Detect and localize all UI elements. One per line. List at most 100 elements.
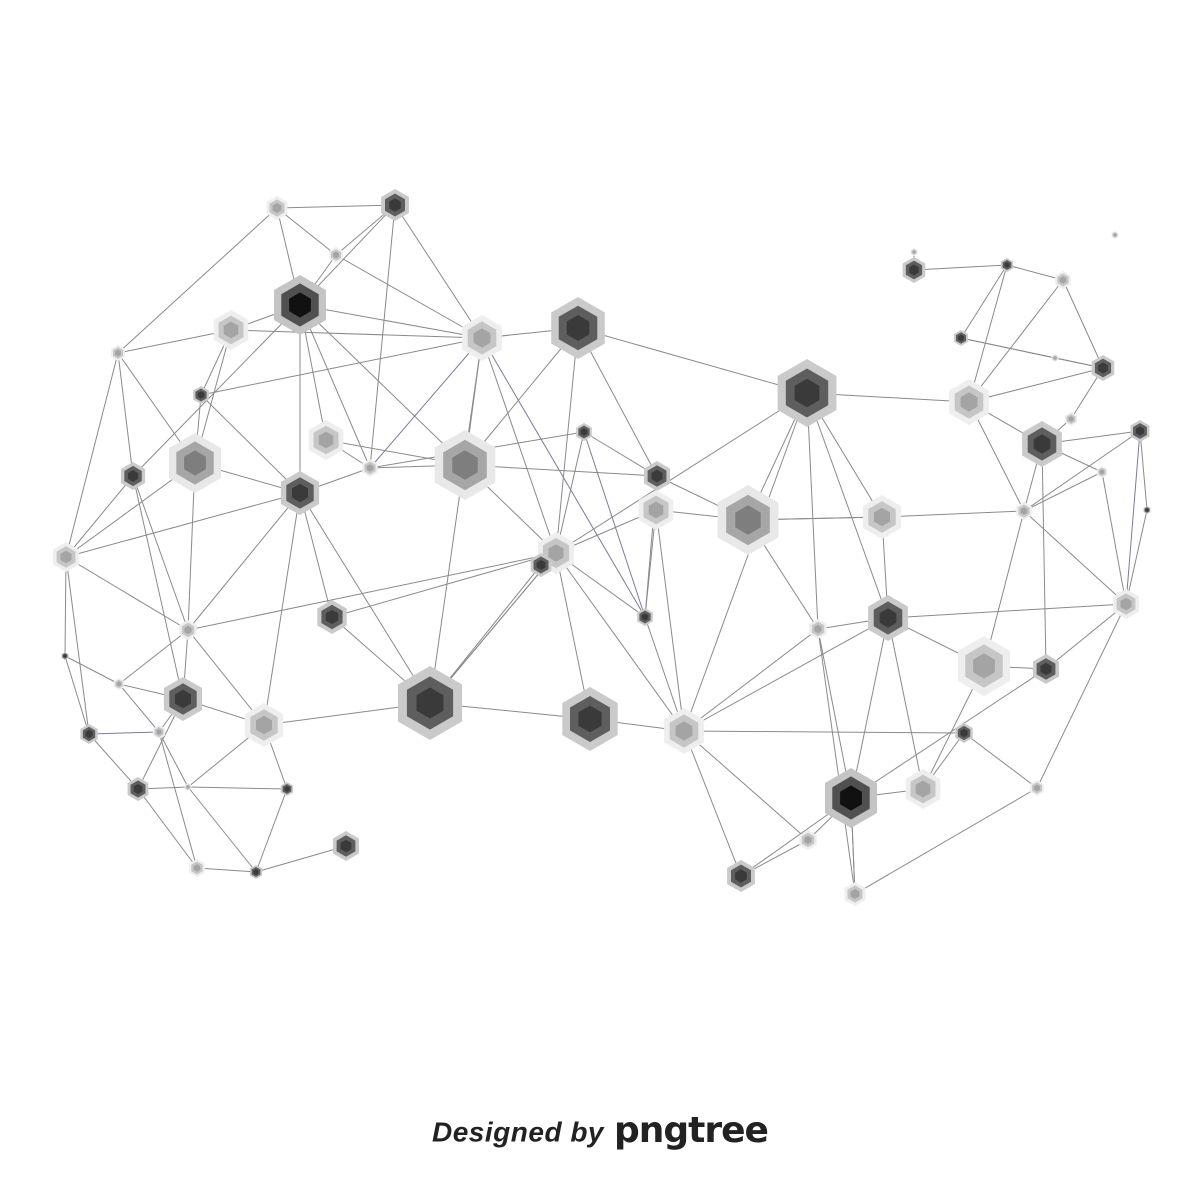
network-edge xyxy=(276,204,396,209)
network-edge xyxy=(429,337,483,704)
hexagon-node-icon xyxy=(1033,654,1059,684)
hexagon-node-icon xyxy=(244,703,284,747)
hexagon-node-icon xyxy=(213,310,249,350)
hexagon-node-icon xyxy=(398,666,462,740)
network-edge xyxy=(65,352,119,558)
network-edge xyxy=(577,327,658,477)
network-edge xyxy=(394,204,483,339)
network-edge xyxy=(968,367,1104,403)
hexagon-node-icon xyxy=(111,345,125,361)
network-edge xyxy=(200,394,301,494)
network-edge xyxy=(806,392,819,630)
hexagon-node-icon xyxy=(308,420,344,460)
hexagon-node-icon xyxy=(120,462,146,490)
network-edge xyxy=(555,327,579,554)
network-edge xyxy=(1062,279,1104,369)
network-edge xyxy=(331,552,557,618)
network-edge xyxy=(817,628,856,895)
watermark-brand-logo: pngtree xyxy=(614,1110,769,1151)
network-edge xyxy=(854,787,1038,895)
hexagon-node-icon xyxy=(317,600,347,634)
network-edge xyxy=(65,475,134,558)
network-edge xyxy=(1023,471,1103,512)
network-edge xyxy=(117,329,232,354)
network-edge xyxy=(187,492,301,631)
hexagon-node-icon xyxy=(562,687,618,751)
network-edge xyxy=(683,617,889,732)
network-edge xyxy=(65,556,189,631)
network-edge xyxy=(555,552,685,732)
hexagon-node-icon xyxy=(274,275,326,335)
network-edge xyxy=(960,264,1008,339)
hexagon-node-icon xyxy=(799,830,817,850)
network-edge xyxy=(683,730,965,734)
hexagon-node-icon xyxy=(434,430,496,500)
hexagon-node-icon xyxy=(80,724,98,744)
network-edge xyxy=(1139,430,1148,511)
network-edge xyxy=(88,733,139,790)
network-edge xyxy=(913,264,1008,271)
network-edge xyxy=(968,279,1064,403)
hexagon-node-icon xyxy=(777,359,837,427)
hexagon-node-icon xyxy=(280,782,294,796)
hexagon-node-icon xyxy=(1113,589,1139,619)
network-edge xyxy=(187,552,557,631)
hexagon-node-icon xyxy=(638,490,674,530)
hexagon-node-icon xyxy=(1055,271,1071,289)
hexagon-node-icon xyxy=(1016,502,1032,520)
network-edge xyxy=(132,475,189,631)
network-edge xyxy=(196,867,257,873)
hexagon-node-icon xyxy=(362,459,378,477)
hexagon-node-icon xyxy=(717,485,779,555)
hexagon-node-icon xyxy=(169,433,221,493)
network-edge xyxy=(806,392,889,619)
hexagon-node-icon xyxy=(249,865,263,879)
hexagon-node-icon xyxy=(809,619,827,639)
hexagon-node-icon xyxy=(280,471,320,515)
network-edge xyxy=(1101,471,1127,605)
hexagon-node-icon xyxy=(844,882,866,906)
network-edge xyxy=(299,492,333,618)
hexagon-node-icon xyxy=(1130,420,1150,442)
hexagon-node-icon xyxy=(329,247,343,263)
hexagon-node-icon xyxy=(727,860,755,892)
hexagon-node-icon xyxy=(266,196,288,220)
network-edge xyxy=(200,337,483,396)
hexagon-node-icon xyxy=(1096,466,1108,478)
network-edge xyxy=(299,492,431,704)
hexagon-node-icon xyxy=(1143,506,1151,514)
hexagon-node-icon xyxy=(958,636,1010,696)
network-edge xyxy=(683,730,809,841)
watermark-prefix: Designed by xyxy=(432,1116,604,1148)
network-edge xyxy=(65,556,90,735)
network-edge xyxy=(1023,510,1127,605)
network-edge xyxy=(118,629,189,685)
hexagon-node-icon xyxy=(1000,258,1014,272)
network-edge xyxy=(335,254,483,339)
hexagon-node-icon xyxy=(902,257,926,283)
watermark: Designed by pngtree xyxy=(0,1110,1200,1153)
hexagon-node-icon xyxy=(664,708,704,754)
network-edge xyxy=(887,617,924,790)
network-edge xyxy=(1045,603,1127,670)
network-edge xyxy=(1006,264,1064,281)
hexagon-node-icon xyxy=(53,542,79,572)
hexagon-node-icon xyxy=(949,379,989,425)
hexagon-node-icon xyxy=(462,315,502,361)
network-edge xyxy=(118,683,160,733)
hexagon-node-icon xyxy=(127,777,149,801)
network-edge xyxy=(276,207,337,256)
network-edge xyxy=(158,731,189,788)
network-edge xyxy=(1041,443,1047,670)
hexagon-node-icon xyxy=(1030,780,1044,796)
network-edge xyxy=(1023,430,1141,512)
hexagon-node-icon xyxy=(1051,354,1059,362)
hexagon-node-icon xyxy=(1111,231,1119,239)
network-edge xyxy=(1125,509,1148,605)
hexagon-node-icon xyxy=(113,678,125,690)
hexagon-node-icon xyxy=(551,297,605,359)
network-edge xyxy=(968,264,1008,403)
network-edge xyxy=(299,304,483,339)
network-edge xyxy=(64,655,90,735)
